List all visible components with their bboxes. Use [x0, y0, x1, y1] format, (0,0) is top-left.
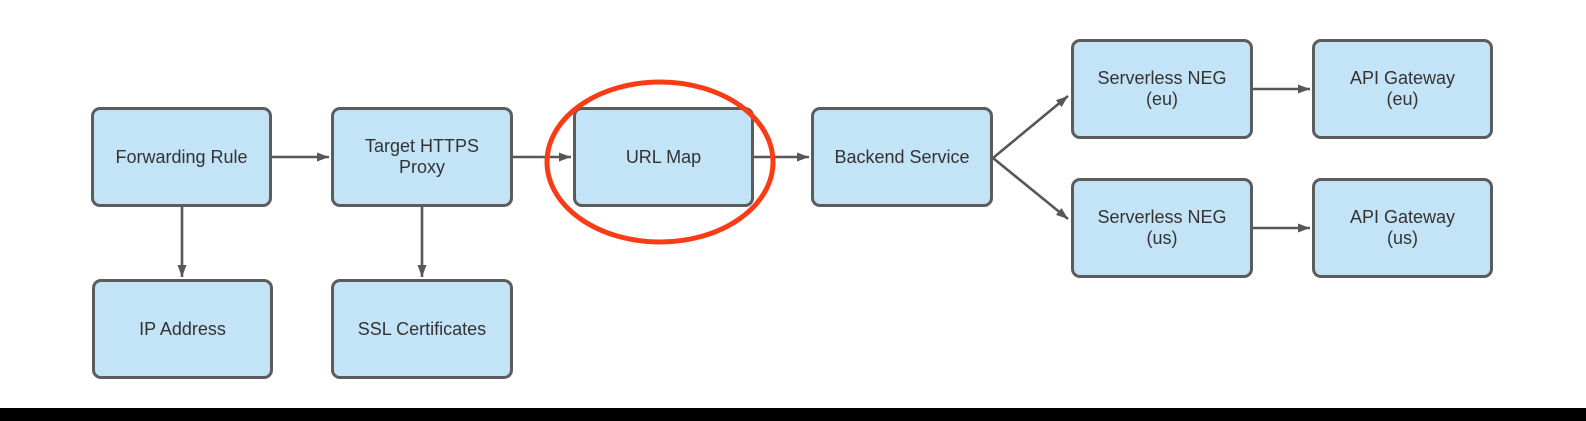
node-serverless-neg-us-label: Serverless NEG (us)	[1097, 207, 1227, 248]
node-ssl-certificates-label: SSL Certificates	[357, 318, 487, 339]
node-ssl-certificates: SSL Certificates	[331, 279, 513, 379]
edge-backend-service-to-serverless-neg-us	[992, 156, 1069, 221]
node-serverless-neg-eu-label: Serverless NEG (eu)	[1097, 68, 1227, 109]
node-target-https-proxy-label: Target HTTPS Proxy	[364, 136, 480, 177]
node-forwarding-rule-label: Forwarding Rule	[115, 146, 248, 167]
node-ip-address: IP Address	[92, 279, 273, 379]
node-api-gateway-us: API Gateway (us)	[1312, 178, 1493, 278]
node-serverless-neg-us: Serverless NEG (us)	[1071, 178, 1253, 278]
node-ip-address-label: IP Address	[139, 318, 226, 339]
node-url-map-label: URL Map	[625, 146, 702, 167]
edge-backend-service-to-serverless-neg-eu	[992, 94, 1069, 160]
node-serverless-neg-eu: Serverless NEG (eu)	[1071, 39, 1253, 139]
node-api-gateway-us-label: API Gateway (us)	[1349, 207, 1456, 248]
node-forwarding-rule: Forwarding Rule	[91, 107, 272, 207]
node-api-gateway-eu: API Gateway (eu)	[1312, 39, 1493, 139]
node-backend-service-label: Backend Service	[834, 146, 970, 167]
bottom-border-bar	[0, 408, 1586, 421]
node-target-https-proxy: Target HTTPS Proxy	[331, 107, 513, 207]
node-backend-service: Backend Service	[811, 107, 993, 207]
node-api-gateway-eu-label: API Gateway (eu)	[1349, 68, 1456, 109]
node-url-map: URL Map	[573, 107, 754, 207]
